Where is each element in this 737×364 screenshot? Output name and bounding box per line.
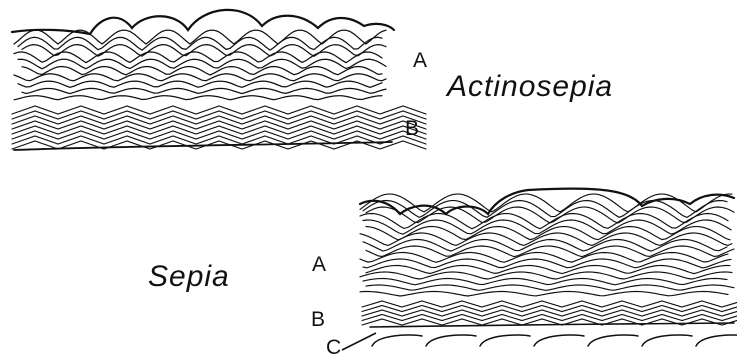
sepia-label-c-leader <box>342 333 376 350</box>
sepia-chamber-wall <box>426 335 476 346</box>
sepia-chamber-wall <box>642 335 692 346</box>
sepia-lamella <box>366 207 734 223</box>
sepia-lamella <box>360 292 728 297</box>
sepia-label-b: B <box>311 309 325 330</box>
actinosepia-outer-surface <box>12 10 394 34</box>
sepia-lamella <box>363 259 731 268</box>
actinosepia-lamella <box>14 30 386 44</box>
sepia-chamber-wall <box>534 335 584 346</box>
actinosepia-lamella <box>18 37 382 50</box>
sepia-lamella <box>363 279 727 285</box>
actinosepia-lamella <box>18 81 382 87</box>
actinosepia-lamella <box>22 88 386 93</box>
sepia-lamella <box>363 201 727 218</box>
sepia-chamber-wall <box>480 335 530 346</box>
sepia-lamella <box>363 240 727 252</box>
sepia-lamella <box>366 285 734 290</box>
sepia-outer-surface <box>360 189 734 214</box>
actinosepia-lamella <box>22 67 382 76</box>
actinosepia-label-b: B <box>405 118 419 139</box>
actinosepia-species-name: Actinosepia <box>447 72 613 102</box>
sepia-label-a: A <box>312 254 326 275</box>
sepia-lamella <box>366 266 730 274</box>
sepia-chamber-wall <box>372 335 422 346</box>
actinosepia-shell-section <box>12 10 426 150</box>
sepia-septum-line <box>370 323 734 327</box>
sepia-lamella <box>360 253 728 263</box>
sepia-lamella <box>360 194 732 212</box>
sepia-lamella <box>360 272 732 279</box>
actinosepia-label-a: A <box>413 50 427 71</box>
actinosepia-lamella <box>18 59 386 69</box>
sepia-species-name: Sepia <box>148 262 230 292</box>
sepia-shell-section <box>360 189 737 346</box>
actinosepia-lamella <box>14 52 382 63</box>
actinosepia-lamella <box>14 74 386 81</box>
sepia-chamber-wall <box>588 335 638 346</box>
sepia-label-c: C <box>326 337 341 358</box>
actinosepia-lamella <box>14 96 382 100</box>
sepia-chamber-wall <box>696 335 737 346</box>
